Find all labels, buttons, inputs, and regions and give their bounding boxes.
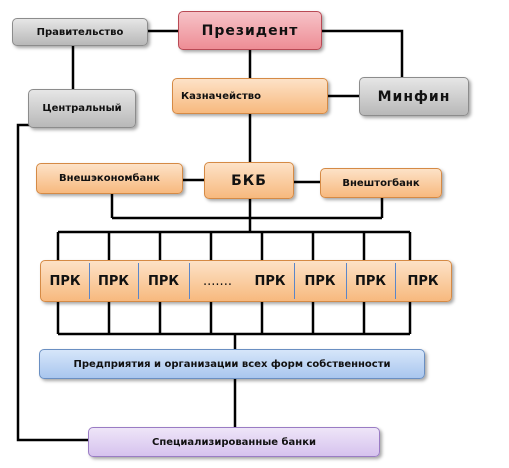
enterprises-label: Предприятия и организации всех форм собс…: [73, 358, 391, 370]
central-bank-node: Центральный: [28, 89, 136, 128]
bkb-node: БКБ: [204, 162, 294, 199]
prk-box: ПРК: [246, 261, 294, 301]
minfin-label: Минфин: [377, 88, 451, 105]
prk-label: ПРК: [304, 273, 336, 289]
prk-separator: [189, 263, 190, 299]
prk-ellipsis: .......: [189, 261, 246, 301]
prk-separator: [138, 263, 139, 299]
prk-box: ПРК: [395, 261, 451, 301]
prk-box: ПРК: [138, 261, 189, 301]
president-label: Президент: [201, 22, 299, 39]
treasury-node: Казначейство: [172, 78, 328, 114]
prk-row: ПРК ПРК ПРК ....... ПРК ПРК ПРК ПРК: [40, 260, 452, 302]
specialized-banks-node: Специализированные банки: [88, 427, 380, 457]
prk-box: ПРК: [89, 261, 138, 301]
prk-separator: [395, 263, 396, 299]
government-label: Правительство: [36, 26, 124, 38]
prk-label: ПРК: [49, 273, 81, 289]
vneshtorgbank-node: Внештогбанк: [320, 168, 442, 198]
prk-box: ПРК: [346, 261, 395, 301]
prk-separator: [89, 263, 90, 299]
central-bank-label: Центральный: [42, 103, 122, 114]
prk-separator: [294, 263, 295, 299]
prk-label: ПРК: [354, 273, 387, 289]
treasury-label: Казначейство: [181, 90, 261, 102]
specialized-banks-label: Специализированные банки: [151, 436, 316, 448]
president-node: Президент: [178, 11, 322, 50]
prk-label: ПРК: [97, 273, 130, 289]
enterprises-node: Предприятия и организации всех форм собс…: [39, 349, 425, 379]
government-node: Правительство: [12, 18, 148, 46]
vneshekonombank-label: Внешэкономбанк: [59, 173, 160, 184]
vneshtorgbank-label: Внештогбанк: [342, 177, 420, 189]
bkb-label: БКБ: [231, 172, 267, 189]
prk-box: ПРК: [294, 261, 346, 301]
prk-label: ПРК: [254, 273, 286, 289]
vneshekonombank-node: Внешэкономбанк: [36, 163, 183, 194]
minfin-node: Минфин: [359, 77, 469, 116]
prk-ellipsis-label: .......: [203, 273, 232, 289]
prk-label: ПРК: [407, 273, 439, 289]
prk-separator: [346, 263, 347, 299]
prk-label: ПРК: [147, 273, 180, 289]
prk-box: ПРК: [41, 261, 89, 301]
